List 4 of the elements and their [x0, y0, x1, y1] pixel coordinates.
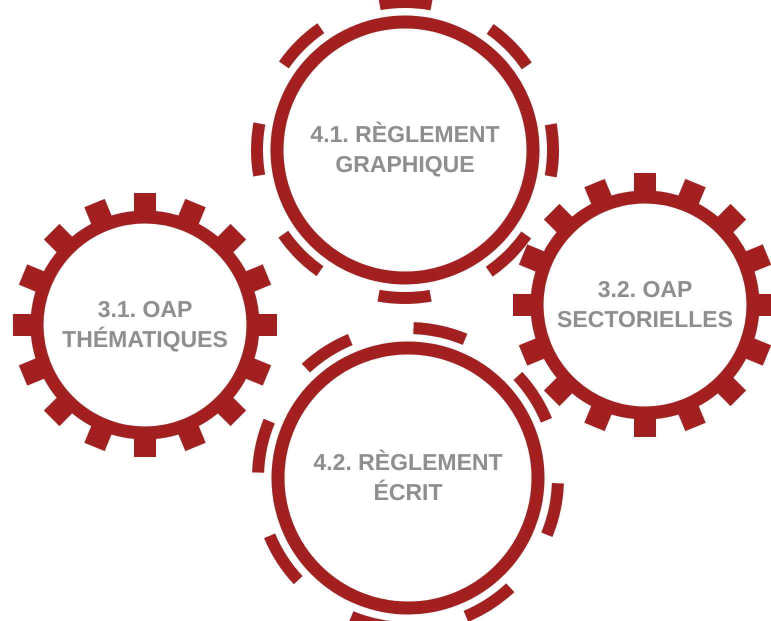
gear-label: 4.2. RÈGLEMENT ÉCRIT [312, 448, 504, 507]
gear-label: 3.2. OAP SECTORIELLES [556, 275, 734, 334]
gear-label: 3.1. OAP THÉMATIQUES [61, 295, 229, 354]
gear-label: 4.1. RÈGLEMENT GRAPHIQUE [309, 120, 501, 179]
